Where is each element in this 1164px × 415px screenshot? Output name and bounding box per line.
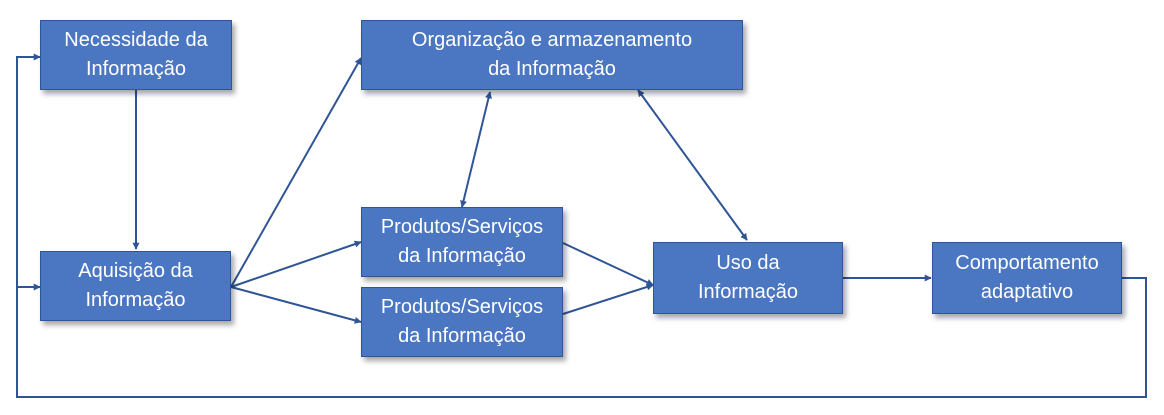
- edge-produtos-1-to-uso: [562, 242, 654, 286]
- node-label-line2: da Informação: [398, 325, 526, 347]
- edge-organizacao-produtos-1: [460, 91, 492, 208]
- node-label-line2: da Informação: [398, 245, 526, 267]
- node-label-line1: Organização e armazenamento: [411, 29, 693, 51]
- node-label-line1: Aquisição da: [78, 260, 193, 282]
- edge-aquisicao-to-produtos-2: [230, 286, 362, 324]
- node-label-line1: Produtos/Serviços: [380, 296, 544, 318]
- edge-organizacao-uso: [637, 89, 748, 241]
- edge-aquisicao-to-produtos-1: [230, 240, 362, 288]
- node-produtos-servicos-1: Produtos/Serviços da Informação: [361, 207, 563, 277]
- node-necessidade-da-informacao: Necessidade da Informação: [40, 20, 232, 90]
- node-label-line2: Informação: [697, 281, 799, 303]
- node-produtos-servicos-2: Produtos/Serviços da Informação: [361, 287, 563, 357]
- node-comportamento-adaptativo: Comportamento adaptativo: [932, 242, 1122, 314]
- node-label-line2: da Informação: [488, 58, 616, 80]
- node-label-line2: Informação: [85, 58, 187, 80]
- edge-aquisicao-to-organizacao: [230, 57, 362, 288]
- edge-feedback-loop: [16, 53, 1147, 398]
- node-uso-da-informacao: Uso da Informação: [653, 242, 843, 314]
- edge-produtos-2-to-uso: [562, 283, 654, 315]
- node-organizacao-armazenamento: Organização e armazenamento da Informaçã…: [361, 20, 743, 90]
- node-label-line2: adaptativo: [980, 281, 1074, 303]
- node-label-line1: Necessidade da: [64, 29, 208, 51]
- node-label-line1: Uso da: [716, 252, 780, 274]
- node-label-line2: Informação: [85, 289, 186, 311]
- node-label-line1: Produtos/Serviços: [380, 216, 544, 238]
- node-aquisicao-da-informacao: Aquisição da Informação: [40, 251, 231, 321]
- node-label-line1: Comportamento: [955, 252, 1099, 274]
